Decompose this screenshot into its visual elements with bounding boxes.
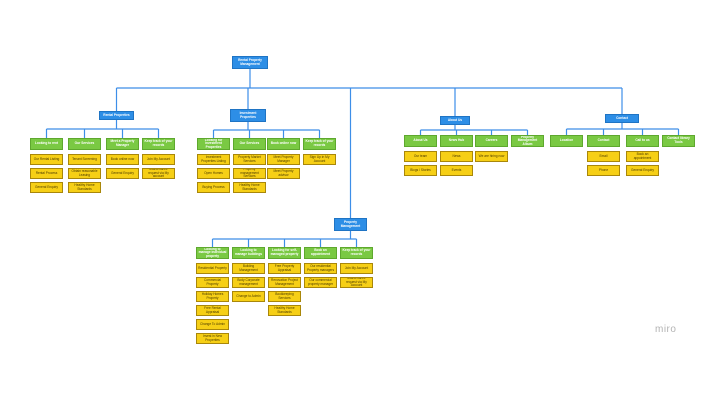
item-node[interactable]: Tenant Screening bbox=[68, 154, 101, 165]
item-node[interactable]: Change to Admin bbox=[232, 291, 265, 302]
item-node[interactable]: Maintenance request via My Account bbox=[340, 277, 373, 288]
item-node[interactable]: Join My Account bbox=[340, 263, 373, 274]
group-node[interactable]: Call to us bbox=[626, 135, 659, 147]
item-node[interactable]: Body Corporate management bbox=[232, 277, 265, 288]
group-node[interactable]: Looking to manage buildings bbox=[232, 247, 265, 259]
section-node[interactable]: Contact bbox=[605, 114, 639, 123]
item-node[interactable]: Building Management bbox=[232, 263, 265, 274]
group-node[interactable]: Property Management Album bbox=[511, 135, 544, 147]
section-node[interactable]: Property Management bbox=[334, 218, 367, 231]
item-node[interactable]: Book online now bbox=[106, 154, 139, 165]
group-node[interactable]: Looking to manage individual property bbox=[196, 247, 229, 259]
section-node[interactable]: About Us bbox=[440, 116, 470, 125]
group-node[interactable]: Our Services bbox=[68, 138, 101, 150]
item-node[interactable]: Commercial Property bbox=[196, 277, 229, 288]
item-node[interactable]: Our residential Property managers bbox=[304, 263, 337, 274]
section-node[interactable]: Investment Properties bbox=[230, 109, 266, 122]
group-node[interactable]: Location bbox=[550, 135, 583, 147]
item-node[interactable]: Property Market Services bbox=[233, 154, 266, 165]
item-node[interactable]: Blogs / Stories bbox=[404, 165, 437, 176]
miro-logo: miro bbox=[655, 324, 677, 335]
item-node[interactable]: Book an appointment bbox=[626, 151, 659, 162]
item-node[interactable]: Healthy Home Standards bbox=[233, 182, 266, 193]
item-node[interactable]: We are hiring now bbox=[475, 151, 508, 162]
item-node[interactable]: Property management Services bbox=[233, 168, 266, 179]
group-node[interactable]: Keep track of your records bbox=[142, 138, 175, 150]
root-node[interactable]: Rental Property Management bbox=[232, 56, 268, 69]
group-node[interactable]: Book online now bbox=[267, 138, 300, 150]
item-node[interactable]: Open Homes bbox=[197, 168, 230, 179]
group-node[interactable]: Contact library Tools bbox=[662, 135, 695, 147]
group-node[interactable]: Keep track of your records bbox=[303, 138, 336, 150]
item-node[interactable]: Residential Property bbox=[196, 263, 229, 274]
item-node[interactable]: Phone bbox=[587, 165, 620, 176]
item-node[interactable]: Events bbox=[440, 165, 473, 176]
item-node[interactable]: Buying Process bbox=[197, 182, 230, 193]
item-node[interactable]: Our team bbox=[404, 151, 437, 162]
item-node[interactable]: Join My Account bbox=[142, 154, 175, 165]
item-node[interactable]: Healthy Home Standards bbox=[268, 305, 301, 316]
group-node[interactable]: Book an appointment bbox=[304, 247, 337, 259]
item-node[interactable]: Our Rental Listing bbox=[30, 154, 63, 165]
item-node[interactable]: Bookkeeping Services bbox=[268, 291, 301, 302]
item-node[interactable]: Obtain reasonable Leasing bbox=[68, 168, 101, 179]
item-node[interactable]: News bbox=[440, 151, 473, 162]
item-node[interactable]: Free Rental Appraisal bbox=[196, 305, 229, 316]
item-node[interactable]: Meet Property advisor bbox=[267, 168, 300, 179]
item-node[interactable]: Investment Properties Listing bbox=[197, 154, 230, 165]
item-node[interactable]: Our commercial property manager bbox=[304, 277, 337, 288]
item-node[interactable]: General Enquiry bbox=[30, 182, 63, 193]
group-node[interactable]: Contact bbox=[587, 135, 620, 147]
item-node[interactable]: Meet Property Manager bbox=[267, 154, 300, 165]
group-node[interactable]: Careers bbox=[475, 135, 508, 147]
item-node[interactable]: General Enquiry bbox=[626, 165, 659, 176]
item-node[interactable]: Change To Admin bbox=[196, 319, 229, 330]
item-node[interactable]: Healthy Home Standards bbox=[68, 182, 101, 193]
group-node[interactable]: Our Services bbox=[233, 138, 266, 150]
item-node[interactable]: Renovation Project Management bbox=[268, 277, 301, 288]
item-node[interactable]: Free Property Appraisal bbox=[268, 263, 301, 274]
section-node[interactable]: Rental Properties bbox=[99, 111, 134, 120]
group-node[interactable]: Looking for self-managed property bbox=[268, 247, 301, 259]
item-node[interactable]: Rental Process bbox=[30, 168, 63, 179]
item-node[interactable]: Maintenance request via My account bbox=[142, 168, 175, 179]
group-node[interactable]: About Us bbox=[404, 135, 437, 147]
group-node[interactable]: Looking for investment Properties bbox=[197, 138, 230, 150]
group-node[interactable]: Meet a Property Manager bbox=[106, 138, 139, 150]
item-node[interactable]: Sign Up in My Account bbox=[303, 154, 336, 165]
group-node[interactable]: Looking to rent bbox=[30, 138, 63, 150]
group-node[interactable]: News Hub bbox=[440, 135, 473, 147]
item-node[interactable]: Holiday Homes Property bbox=[196, 291, 229, 302]
item-node[interactable]: General Enquiry bbox=[106, 168, 139, 179]
item-node[interactable]: Email bbox=[587, 151, 620, 162]
group-node[interactable]: Keep track of your records bbox=[340, 247, 373, 259]
item-node[interactable]: Invest in New Properties bbox=[196, 333, 229, 344]
